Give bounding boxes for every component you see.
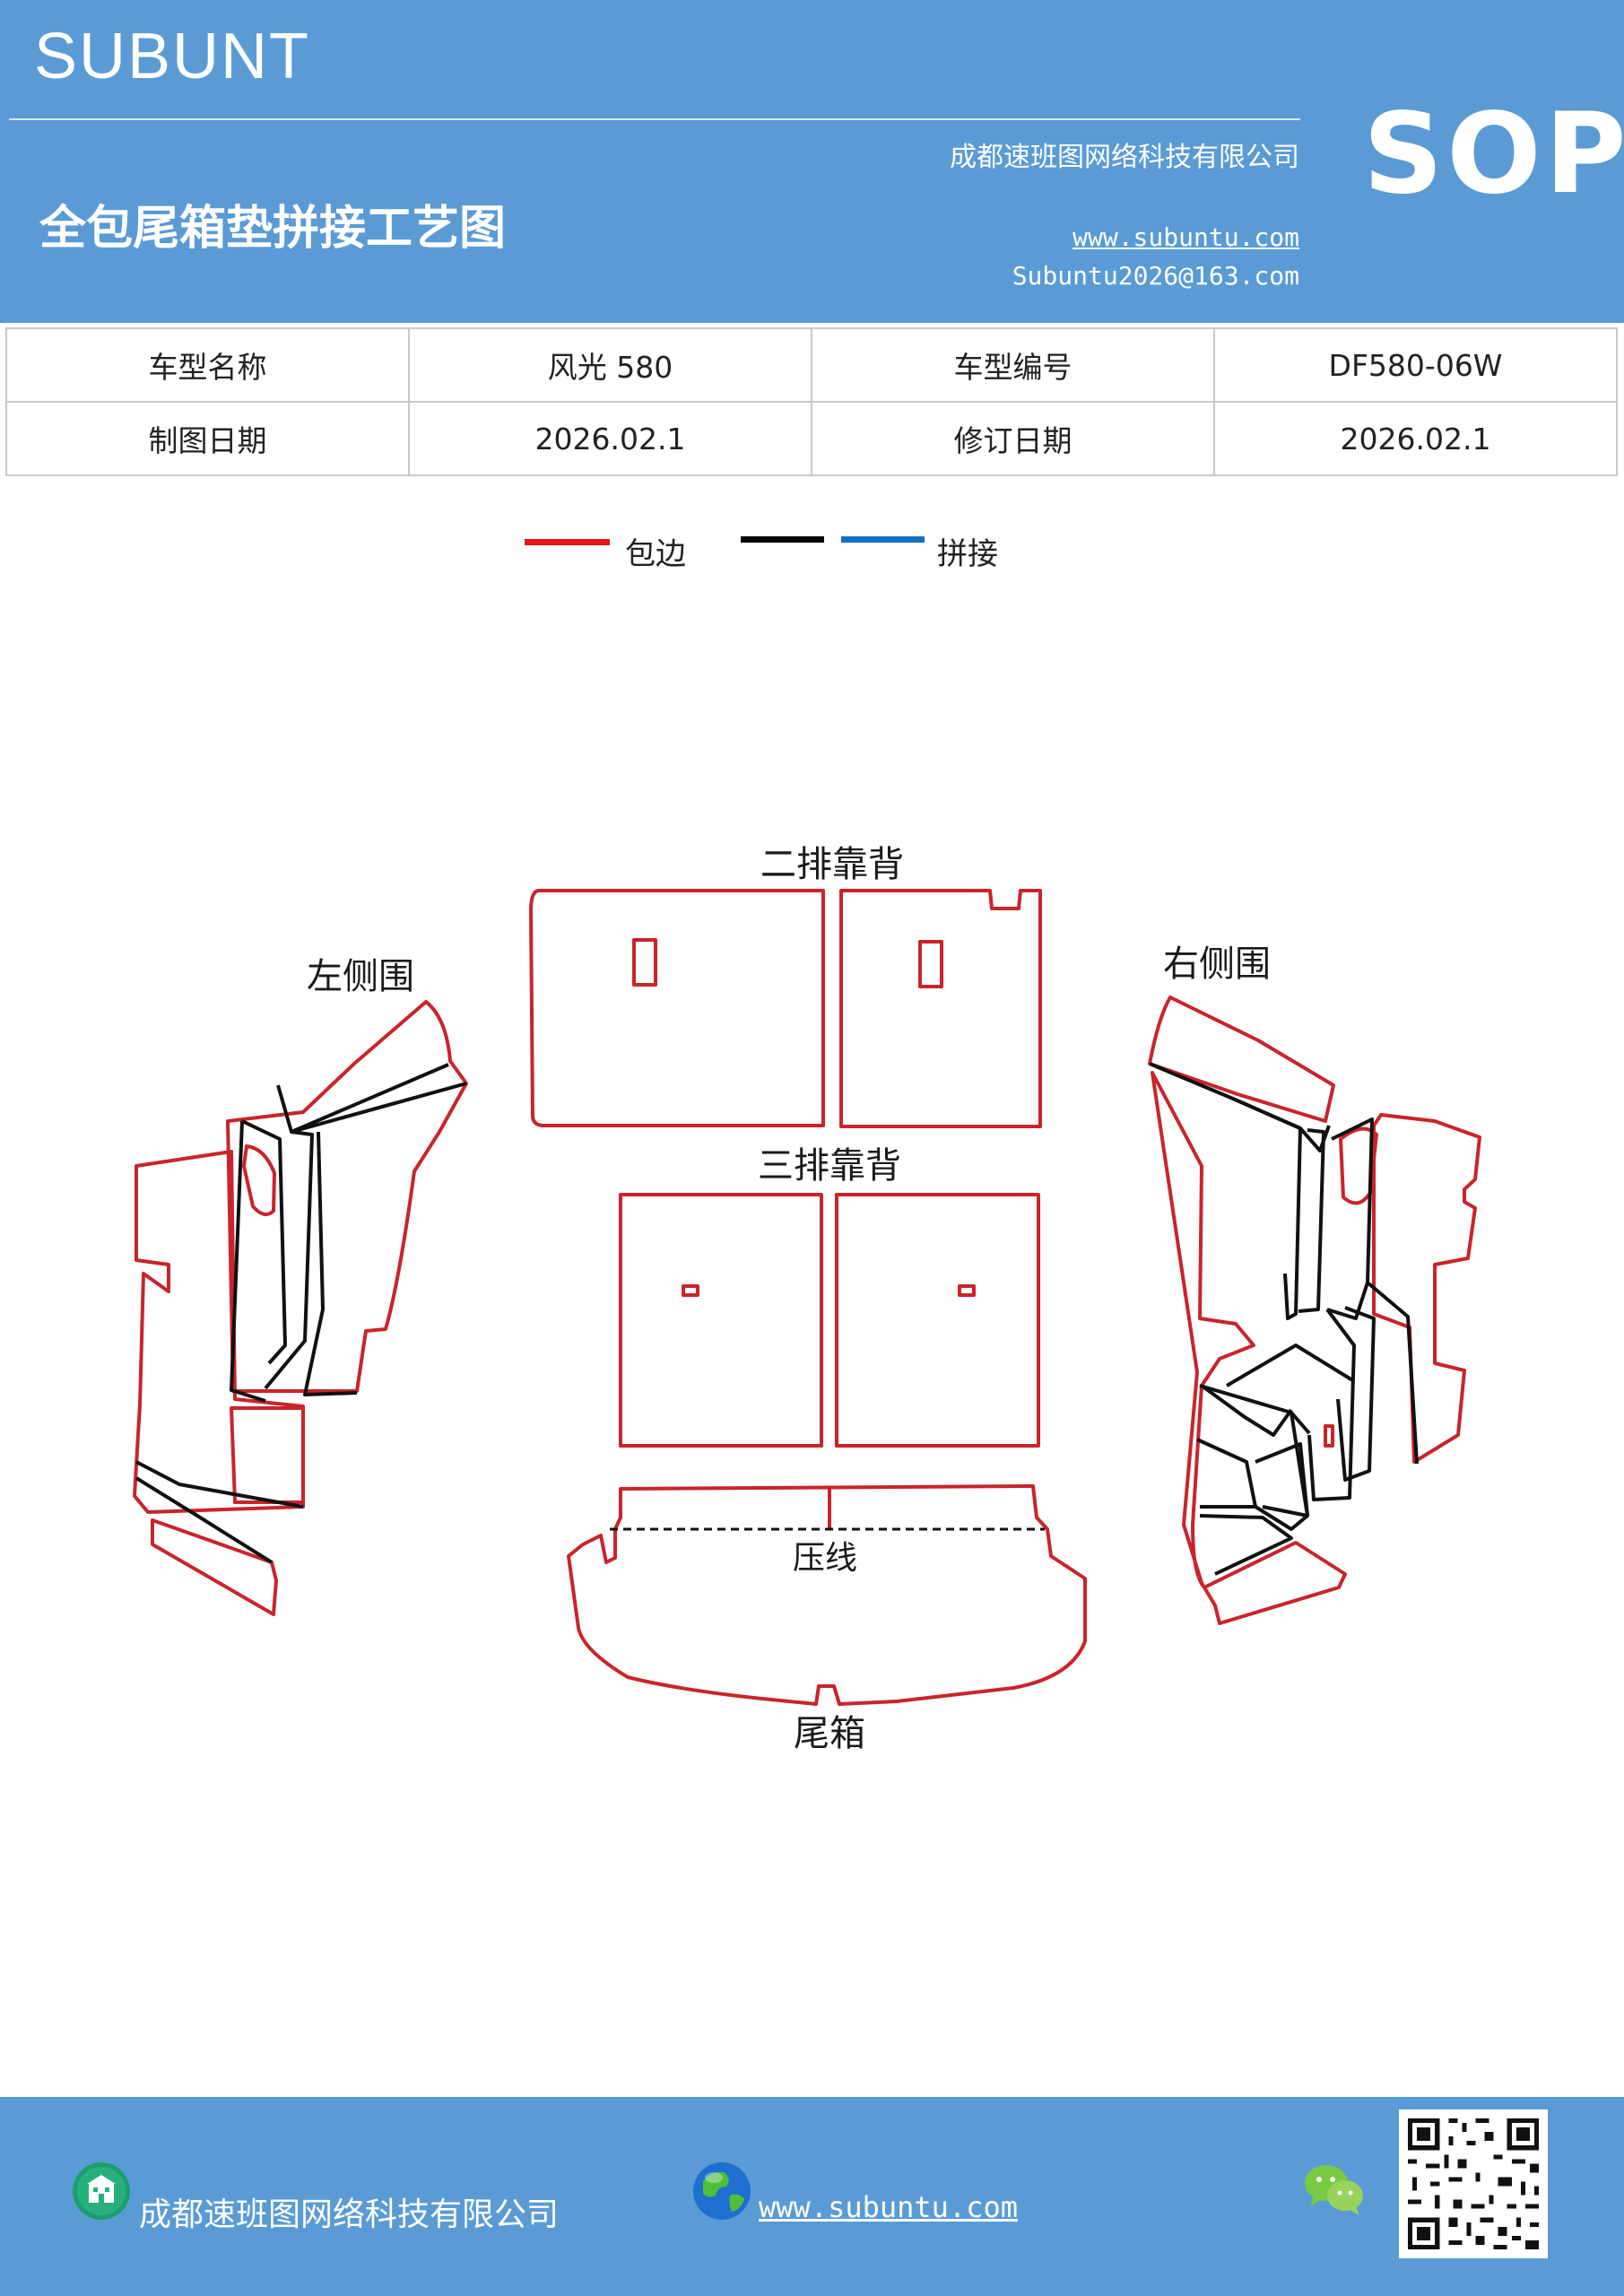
model-code-label: 车型编号	[811, 327, 1215, 403]
revision-date-value: 2026.02.1	[1213, 401, 1618, 476]
table-row: 车型名称 风光 580 车型编号 DF580-06W	[5, 327, 1618, 403]
header-company-name: 成都速班图网络科技有限公司	[950, 142, 1299, 173]
model-code-value: DF580-06W	[1213, 327, 1618, 403]
mat-layout-diagram: 二排靠背 三排靠背 左侧围 右侧围 压线 尾箱	[133, 844, 1481, 1754]
wechat-icon[interactable]	[1302, 2161, 1367, 2217]
model-name-value: 风光 580	[408, 327, 812, 403]
left-side-arch	[242, 1144, 276, 1216]
header-website-link[interactable]: www.subuntu.com	[1073, 222, 1299, 252]
left-side-outline-lower	[133, 1150, 305, 1514]
left-side-pocket	[230, 1406, 305, 1504]
qr-code	[1399, 2109, 1548, 2258]
drawing-date-label: 制图日期	[5, 401, 410, 476]
third-row-right-panel	[835, 1193, 1040, 1448]
vehicle-info-table: 车型名称 风光 580 车型编号 DF580-06W 制图日期 2026.02.…	[5, 327, 1618, 476]
second-row-right-panel	[839, 889, 1042, 1128]
footer-company-name: 成都速班图网络科技有限公司	[139, 2196, 560, 2233]
right-side-outline-upper	[1148, 996, 1335, 1123]
second-row-right-slot	[918, 940, 943, 988]
drawing-date-value: 2026.02.1	[408, 401, 812, 476]
second-row-left-slot	[632, 938, 657, 987]
building-icon	[73, 2162, 130, 2220]
edge-legend-label: 包边	[625, 536, 686, 572]
label-third-row-backrest: 三排靠背	[758, 1145, 901, 1187]
right-side-outline-right	[1372, 1113, 1481, 1464]
right-side-slot	[1324, 1424, 1334, 1448]
header-email[interactable]: Subuntu2026@163.com	[1012, 261, 1299, 291]
brand-logo-text: SUBUNT	[34, 21, 311, 92]
second-row-left-panel	[529, 889, 825, 1127]
label-second-row-backrest: 二排靠背	[760, 844, 904, 885]
label-left-side: 左侧围	[307, 956, 414, 997]
header-divider	[9, 118, 1300, 120]
trunk-panel	[567, 1484, 1087, 1706]
document-title: 全包尾箱垫拼接工艺图	[39, 202, 507, 256]
footer-website-link[interactable]: www.subuntu.com	[759, 2190, 1018, 2224]
splice-legend-label: 拼接	[937, 536, 998, 572]
header-banner	[0, 0, 1624, 323]
left-side-outline-upper	[226, 1000, 468, 1393]
revision-date-label: 修订日期	[811, 401, 1215, 476]
edge-legend-swatch	[525, 539, 610, 545]
splice-legend-swatch	[841, 536, 925, 543]
label-right-side: 右侧围	[1163, 944, 1271, 985]
black-legend-swatch	[741, 536, 824, 543]
sop-badge: SOP	[1363, 90, 1624, 219]
label-press-line: 压线	[793, 1540, 857, 1577]
third-row-right-slot	[958, 1284, 976, 1297]
third-row-left-panel	[619, 1193, 823, 1448]
model-name-label: 车型名称	[5, 327, 410, 403]
table-row: 制图日期 2026.02.1 修订日期 2026.02.1	[5, 401, 1618, 476]
label-trunk: 尾箱	[794, 1713, 865, 1754]
right-side-outline-lower	[1151, 1071, 1347, 1625]
third-row-left-slot	[682, 1284, 699, 1297]
legend: 包边 拼接	[0, 520, 1624, 574]
left-side-bottom-strip	[151, 1518, 278, 1616]
globe-icon	[693, 2162, 751, 2220]
